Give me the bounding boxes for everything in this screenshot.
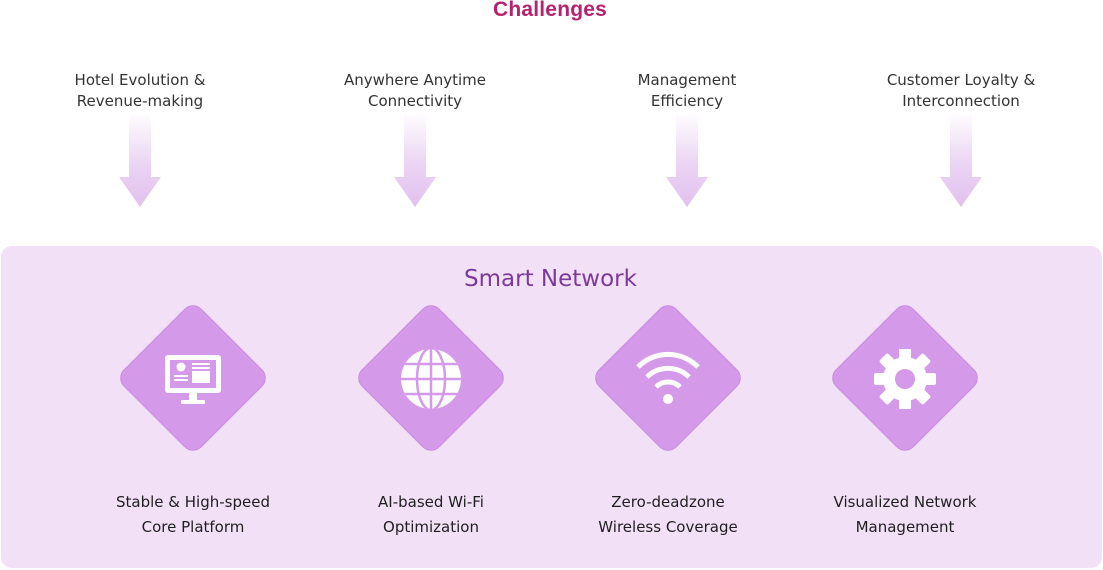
down-arrow-icon [394,115,436,207]
challenge-label-line1: Management [637,71,737,89]
challenge-management-efficiency: Management Efficiency [567,70,807,207]
feature-label-line2: Management [855,518,955,536]
challenge-connectivity: Anywhere Anytime Connectivity [295,70,535,207]
challenge-customer-loyalty: Customer Loyalty & Interconnection [841,70,1081,207]
challenge-label-line2: Interconnection [902,92,1020,110]
challenge-hotel-evolution: Hotel Evolution & Revenue-making [20,70,260,207]
feature-label-line1: AI-based Wi-Fi [378,493,484,511]
feature-label: Visualized Network Management [787,490,1023,540]
challenge-label-line2: Connectivity [368,92,462,110]
panel-title: Smart Network [464,266,637,292]
wifi-icon [636,351,700,404]
down-arrow-icon [940,115,982,207]
feature-label-line1: Visualized Network [833,493,977,511]
feature-label-line2: Optimization [383,518,479,536]
feature-wifi-optimization: AI-based Wi-Fi Optimization [313,301,549,550]
feature-wireless-coverage: Zero-deadzone Wireless Coverage [550,301,786,550]
feature-label-line2: Core Platform [141,518,245,536]
challenges-title: Challenges [492,0,608,21]
challenge-label-line1: Hotel Evolution & [74,71,206,89]
challenge-label-line2: Efficiency [650,92,724,110]
smart-network-panel: Smart Network Stable & High-speed Core P… [1,246,1102,568]
gear-icon [874,349,936,409]
feature-label: Stable & High-speed Core Platform [75,490,311,540]
globe-icon [401,349,461,409]
down-arrow-icon [119,115,161,207]
down-arrow-icon [666,115,708,207]
challenge-label-line1: Customer Loyalty & [886,71,1036,89]
feature-label: Zero-deadzone Wireless Coverage [550,490,786,540]
feature-label-line1: Stable & High-speed [116,493,270,511]
feature-network-management: Visualized Network Management [787,301,1023,550]
feature-label-line2: Wireless Coverage [598,518,738,536]
challenge-label-line1: Anywhere Anytime [343,71,487,89]
feature-core-platform: Stable & High-speed Core Platform [75,301,311,550]
monitor-icon [165,355,221,404]
feature-label: AI-based Wi-Fi Optimization [313,490,549,540]
feature-label-line1: Zero-deadzone [611,493,725,511]
challenge-label-line2: Revenue-making [76,92,204,110]
